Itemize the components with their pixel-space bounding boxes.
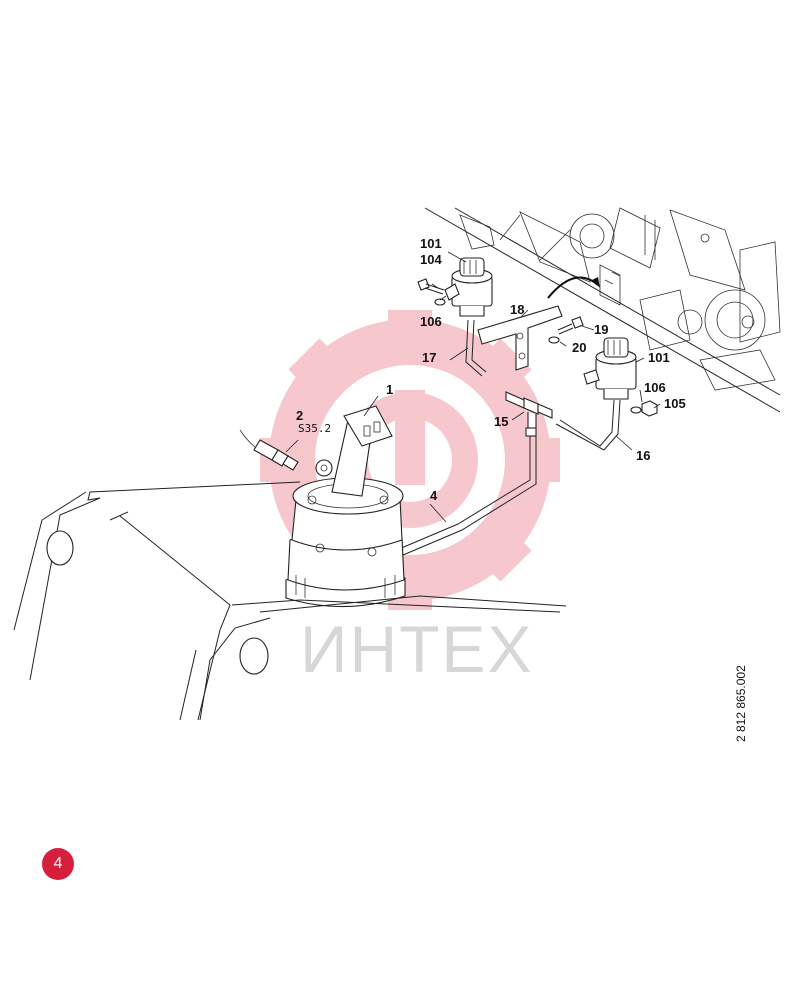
callout-17: 17 (422, 350, 436, 365)
boom-frame (13, 481, 567, 721)
callout-106-left: 106 (420, 314, 442, 329)
callout-2: 2 (296, 408, 303, 423)
nut-105 (641, 400, 658, 417)
bracket-18 (477, 305, 563, 371)
callout-15: 15 (494, 414, 508, 429)
watermark-text: ИНТЕХ (300, 612, 533, 686)
callout-104: 104 (420, 252, 442, 267)
hydraulic-line-4 (391, 436, 537, 559)
callout-4: 4 (430, 488, 438, 503)
reservoir-101-left (444, 257, 493, 317)
hose-17 (465, 319, 487, 377)
callout-101-left: 101 (420, 236, 442, 251)
sensor-2 (239, 429, 299, 471)
hydraulic-motor-1 (285, 405, 406, 608)
callout-19: 19 (594, 322, 608, 337)
direction-arrow (547, 276, 599, 299)
tee-fitting-15 (505, 391, 553, 437)
drawing-number: 2 812 865.002 (734, 665, 748, 742)
page-number-badge: 4 (42, 848, 74, 880)
reservoir-101-right (583, 337, 637, 400)
hose-16 (555, 399, 621, 451)
callout-18: 18 (510, 302, 524, 317)
bolt-104 (417, 278, 446, 306)
callout-2-ref: S35.2 (298, 422, 331, 435)
bolt-19 (548, 316, 584, 344)
callout-16: 16 (636, 448, 650, 463)
callout-20: 20 (572, 340, 586, 355)
callout-105: 105 (664, 396, 686, 411)
engine-block (424, 207, 781, 413)
callout-106-right: 106 (644, 380, 666, 395)
callout-1: 1 (386, 382, 393, 397)
washer-106 (630, 406, 642, 414)
leader-lines (285, 251, 661, 523)
callout-101-right: 101 (648, 350, 670, 365)
